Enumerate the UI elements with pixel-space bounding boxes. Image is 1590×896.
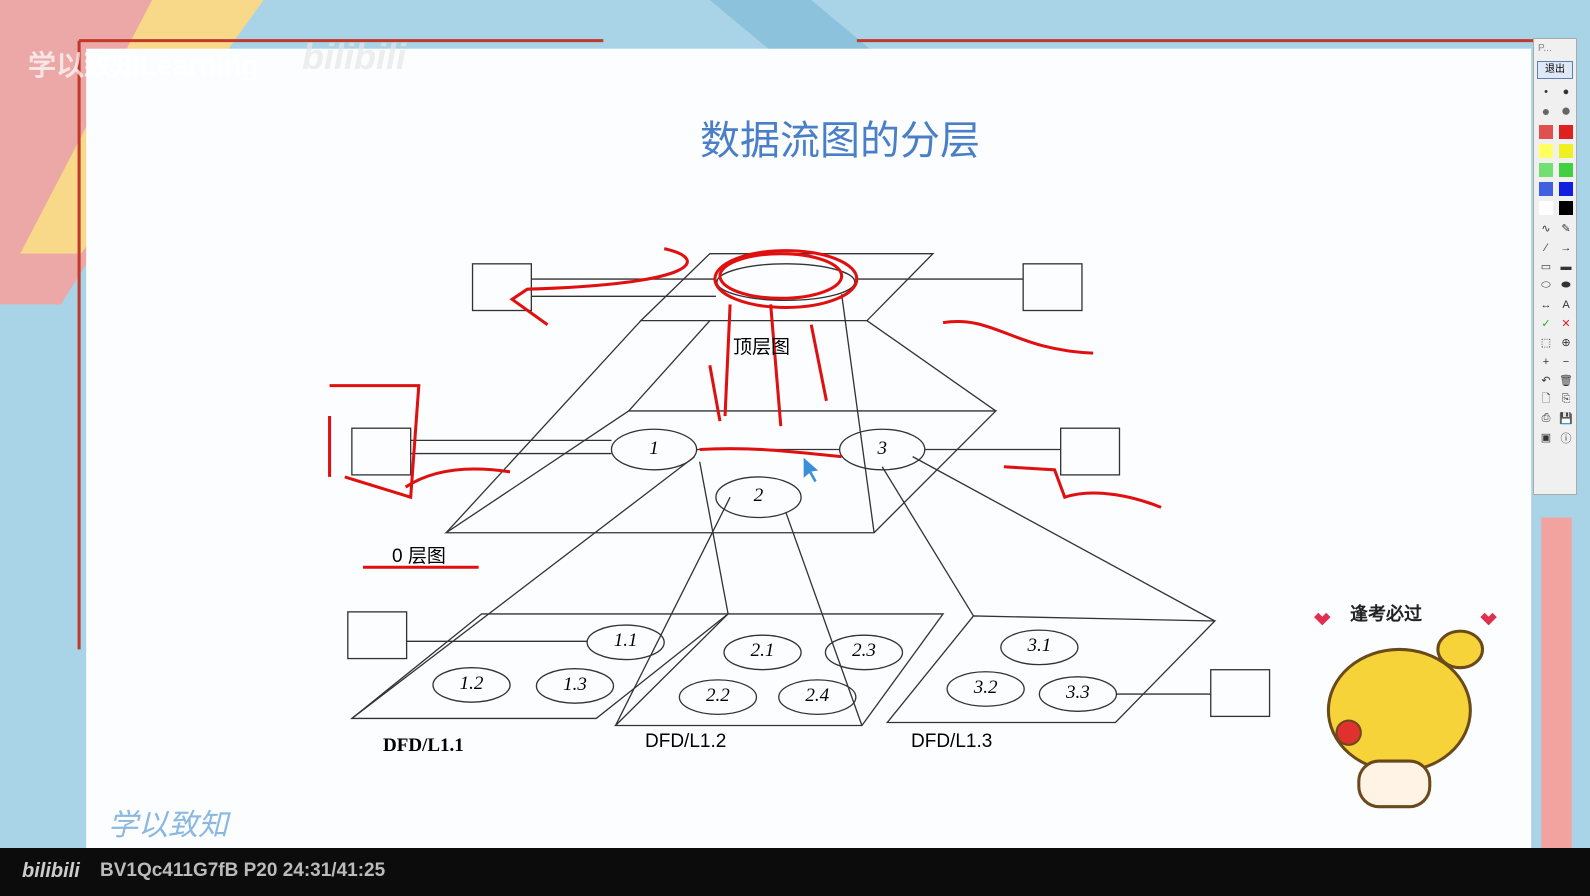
process-label: 2.2 bbox=[706, 685, 730, 707]
process-label: 1.1 bbox=[613, 630, 638, 652]
arrow-icon[interactable]: → bbox=[1560, 241, 1572, 254]
print-icon[interactable]: ⎙ bbox=[1541, 412, 1551, 424]
video-info: BV1Qc411G7fB P20 24:31/41:25 bbox=[100, 860, 386, 881]
color-swatch-fill bbox=[1539, 181, 1553, 196]
minus-icon[interactable]: − bbox=[1562, 355, 1570, 368]
eraser-icon[interactable]: ✎ bbox=[1561, 223, 1571, 235]
signature: 学以致知 bbox=[108, 809, 228, 842]
small-dot-icon[interactable]: • bbox=[1544, 85, 1548, 98]
dfd-diagram bbox=[347, 253, 1271, 727]
process-label: 3.2 bbox=[973, 676, 998, 698]
color-swatch[interactable] bbox=[1557, 180, 1575, 197]
xlarge-dot-icon[interactable]: ● bbox=[1560, 100, 1572, 120]
cross-icon[interactable]: ✕ bbox=[1561, 318, 1571, 330]
red-annotations bbox=[328, 247, 1162, 569]
undo-icon[interactable]: ↶ bbox=[1541, 375, 1551, 387]
color-swatch[interactable] bbox=[1557, 199, 1575, 216]
color-swatch-fill bbox=[1559, 162, 1573, 177]
color-swatch[interactable] bbox=[1557, 142, 1575, 159]
top-level-label: 顶层图 bbox=[733, 337, 791, 358]
zoom-icon[interactable]: ⊕ bbox=[1561, 337, 1571, 349]
color-swatch-fill bbox=[1559, 200, 1573, 215]
bilibili-watermark: bilibili bbox=[302, 36, 406, 77]
crop-icon[interactable]: ⬚ bbox=[1540, 337, 1552, 349]
color-swatch-fill bbox=[1539, 124, 1553, 139]
sticker bbox=[1314, 612, 1497, 809]
color-swatch-fill bbox=[1559, 143, 1573, 158]
large-dot-icon[interactable]: ● bbox=[1541, 102, 1551, 119]
filled-rect-icon[interactable]: ▬ bbox=[1560, 260, 1572, 273]
process-label: 3.3 bbox=[1066, 682, 1090, 704]
process-label: 2.3 bbox=[852, 640, 876, 662]
info-icon[interactable]: ⓘ bbox=[1560, 432, 1572, 445]
filled-ellipse-icon[interactable]: ⬬ bbox=[1561, 279, 1571, 291]
new-page-icon[interactable]: 🗋 bbox=[1541, 393, 1551, 405]
exit-button[interactable]: 退出 bbox=[1537, 61, 1573, 79]
color-swatch[interactable] bbox=[1557, 123, 1575, 140]
player-info-bar: bilibili BV1Qc411G7fB P20 24:31/41:25 bbox=[0, 848, 1590, 896]
bilibili-logo: bilibili bbox=[22, 860, 80, 882]
ellipse-icon[interactable]: ⬭ bbox=[1541, 279, 1551, 291]
pen-icon[interactable]: ∿ bbox=[1541, 223, 1551, 235]
copy-icon[interactable]: ⎘ bbox=[1561, 393, 1571, 405]
check-icon[interactable]: ✓ bbox=[1541, 318, 1551, 330]
color-swatch[interactable] bbox=[1537, 123, 1555, 140]
process-label: 2 bbox=[753, 485, 764, 507]
save-icon[interactable]: 💾 bbox=[1559, 413, 1573, 425]
process-label: 3 bbox=[877, 437, 887, 459]
color-swatch[interactable] bbox=[1537, 142, 1555, 159]
process-label: 3.1 bbox=[1027, 635, 1052, 657]
process-label: 2.4 bbox=[805, 685, 830, 707]
color-swatch-fill bbox=[1559, 181, 1573, 196]
sub-label-1: DFD/L1.1 bbox=[383, 735, 464, 756]
line-icon[interactable]: ⁄ bbox=[1545, 241, 1547, 254]
channel-watermark: 学以致知Learning bbox=[28, 50, 259, 81]
double-arrow-icon[interactable]: ↔ bbox=[1540, 298, 1552, 311]
process-label: 1.2 bbox=[459, 672, 484, 694]
sticker-text: 逢考必过 bbox=[1350, 604, 1422, 624]
color-swatch-fill bbox=[1539, 162, 1553, 177]
color-swatch[interactable] bbox=[1537, 199, 1555, 216]
color-swatch[interactable] bbox=[1537, 161, 1555, 178]
text-icon[interactable]: A bbox=[1562, 298, 1570, 311]
color-swatch-fill bbox=[1539, 143, 1553, 158]
process-label: 1 bbox=[649, 437, 659, 459]
medium-dot-icon[interactable]: ● bbox=[1562, 85, 1570, 98]
process-label: 2.1 bbox=[750, 640, 775, 662]
level0-label: 0 层图 bbox=[392, 546, 446, 567]
plus-icon[interactable]: + bbox=[1542, 355, 1550, 368]
sub-label-3: DFD/L1.3 bbox=[911, 731, 993, 752]
trash-icon[interactable]: 🗑 bbox=[1559, 375, 1573, 387]
annotation-toolbar: P... 退出 • ● ● ● ∿ ✎ ⁄ → ▭ ▬ ⬭ ⬬ ↔ A ✓ ✕ ⬚ ⊕ +−↶ 🗑 🗋 ⎘ ⎙ 💾 ▣ ⓘ bbox=[1533, 38, 1577, 495]
rect-icon[interactable]: ▭ bbox=[1540, 261, 1552, 273]
color-swatch-fill bbox=[1559, 124, 1573, 139]
process-label: 1.3 bbox=[563, 673, 587, 695]
toolbar-title: P... bbox=[1538, 43, 1552, 54]
color-swatch[interactable] bbox=[1537, 180, 1555, 197]
color-swatch-fill bbox=[1539, 200, 1553, 215]
mouse-cursor-icon bbox=[802, 455, 821, 484]
color-swatch[interactable] bbox=[1557, 161, 1575, 178]
screen-icon[interactable]: ▣ bbox=[1540, 432, 1552, 444]
slide-title: 数据流图的分层 bbox=[700, 119, 980, 163]
sub-label-2: DFD/L1.2 bbox=[645, 731, 727, 752]
